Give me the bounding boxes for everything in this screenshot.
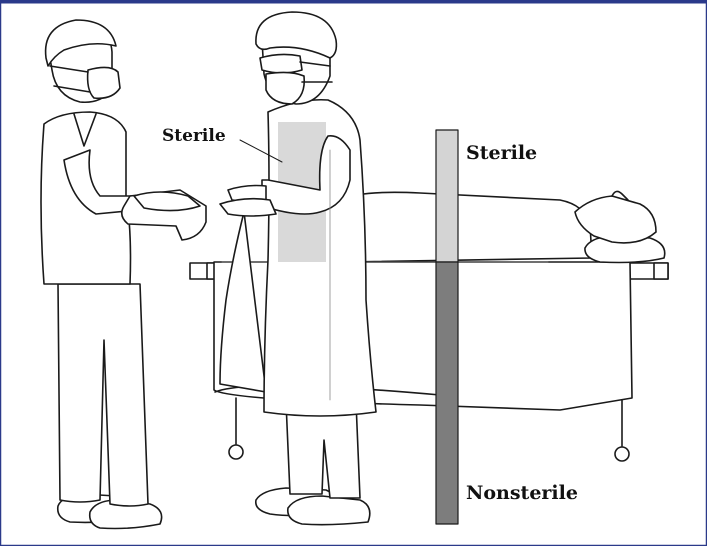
- sterile-zone-segment: [436, 130, 458, 262]
- tray-contents: [134, 192, 200, 211]
- table-wheel-right: [615, 447, 629, 461]
- table-wheel-left: [229, 445, 243, 459]
- gown-sterile-label: Sterile: [162, 128, 226, 145]
- surgeon-shoe-front: [288, 496, 370, 525]
- sterility-zone-bar: [436, 130, 458, 524]
- nonsterile-zone-segment: [436, 262, 458, 524]
- operating-table: [190, 191, 668, 461]
- nurse-trousers: [58, 284, 148, 506]
- sterile-zone-label: Sterile: [466, 144, 537, 163]
- surgeon-goggles: [260, 54, 302, 73]
- table-rail-clamp-right: [654, 263, 668, 279]
- gowned-surgeon: [220, 12, 376, 525]
- scrub-nurse: [41, 20, 206, 529]
- surgeon-hand-lower: [220, 199, 276, 216]
- surgeon-mask: [266, 72, 304, 104]
- patient-body: [336, 192, 592, 262]
- nurse-mask: [88, 67, 120, 98]
- nonsterile-zone-label: Nonsterile: [466, 484, 578, 503]
